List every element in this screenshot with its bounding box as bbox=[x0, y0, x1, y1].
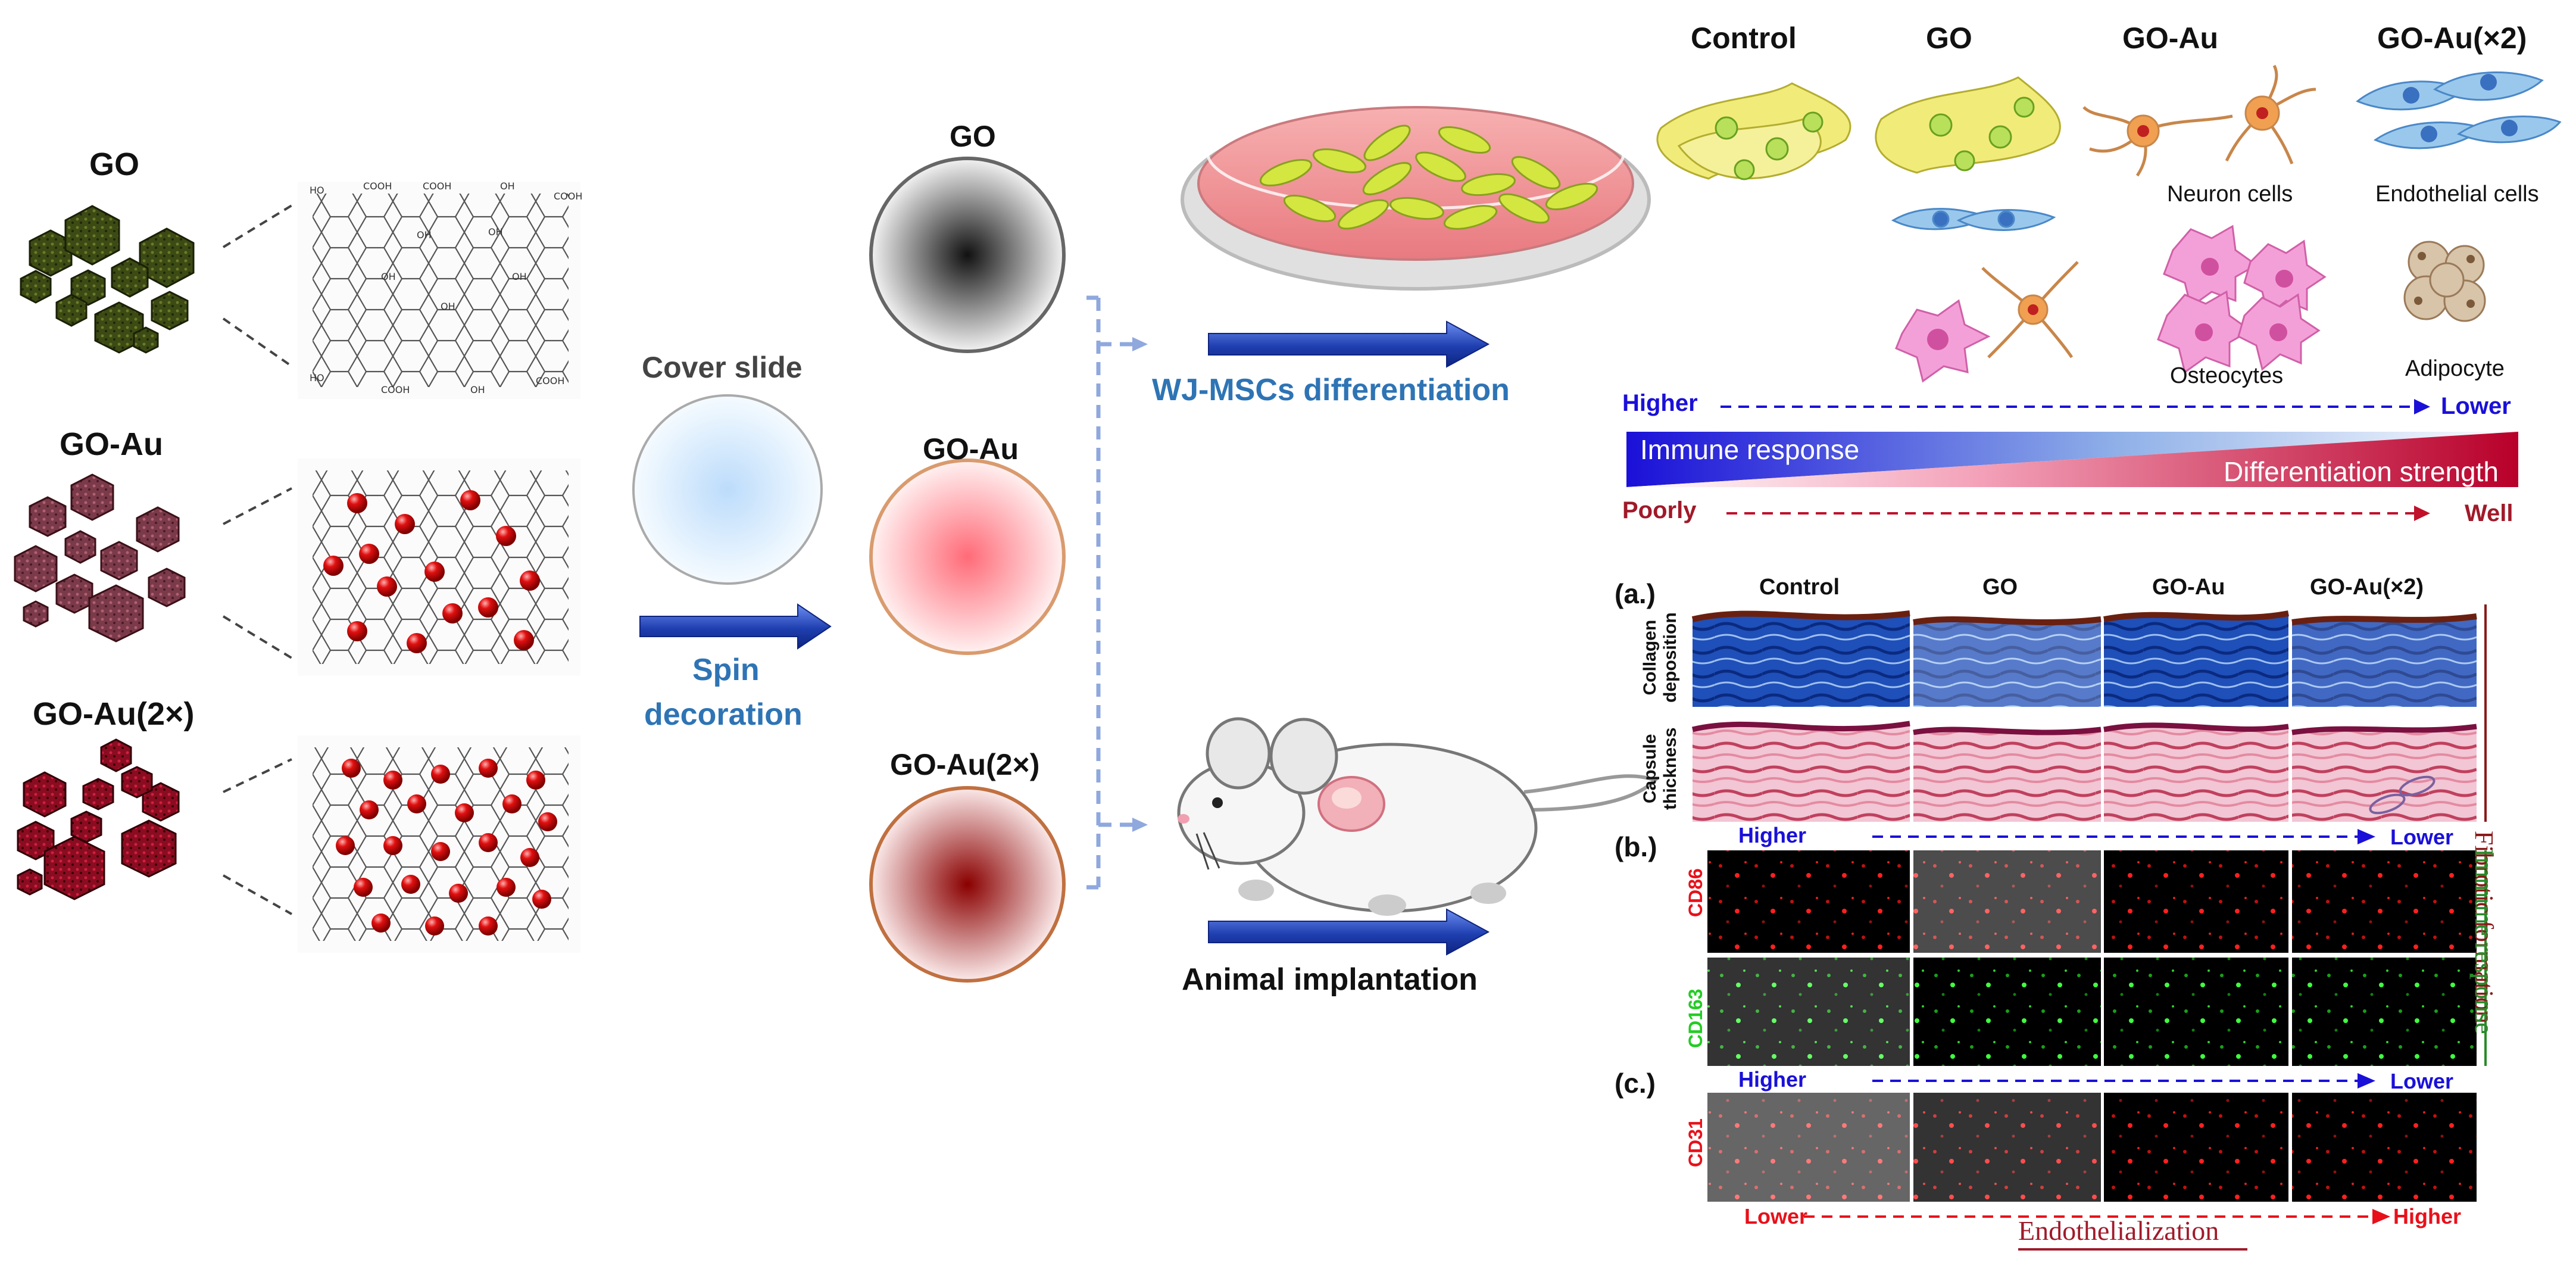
svg-text:OH: OH bbox=[488, 226, 503, 238]
histo-col-go-au2x: GO-Au(×2) bbox=[2310, 575, 2424, 600]
endothelial-cells-label: Endothelial cells bbox=[2375, 182, 2539, 207]
endothelialization-label: Endothelialization bbox=[2018, 1215, 2219, 1246]
go-cells bbox=[1875, 76, 2061, 174]
collagen-label-line1: Collagen bbox=[1640, 619, 1660, 696]
osteocyte-cells bbox=[2157, 225, 2327, 374]
go-chemical-structure: HO COOH COOH OH COOH OH OH OH OH OH HO COOH OH COOH bbox=[298, 180, 582, 399]
cells-col-go-au: GO-Au bbox=[2122, 21, 2219, 55]
go-particles bbox=[20, 205, 195, 354]
svg-text:OH: OH bbox=[381, 271, 396, 282]
histo-col-go-au: GO-Au bbox=[2152, 575, 2225, 600]
differentiation-arrow bbox=[1208, 320, 1490, 368]
histo-col-control: Control bbox=[1759, 575, 1840, 600]
c-higher-label: Higher bbox=[1738, 1067, 1807, 1092]
disc-label-go-au: GO-Au bbox=[923, 432, 1019, 466]
svg-text:OH: OH bbox=[500, 180, 515, 192]
panel-c-label: (c.) bbox=[1615, 1068, 1656, 1099]
capsule-label-line1: Capsule bbox=[1640, 734, 1660, 804]
c-lower-label: Lower bbox=[2390, 1069, 2454, 1093]
differentiation-strength-label: Differentiation strength bbox=[2224, 456, 2499, 487]
lower-label: Lower bbox=[2441, 393, 2511, 419]
svg-text:COOH: COOH bbox=[381, 384, 410, 395]
adipocyte-label: Adipocyte bbox=[2405, 356, 2505, 381]
go-au2x-chemical-structure bbox=[298, 735, 580, 953]
adipocyte-cells bbox=[2403, 241, 2486, 322]
neuron-cells bbox=[2082, 64, 2316, 177]
capsule-label: Capsule thickness bbox=[1640, 728, 1681, 810]
svg-text:OH: OH bbox=[512, 271, 527, 282]
cd31-label: CD31 bbox=[1685, 1118, 1706, 1167]
cells-col-go: GO bbox=[1926, 21, 1972, 55]
cells-col-go-au2x: GO-Au(×2) bbox=[2377, 21, 2527, 55]
panel-b-label: (b.) bbox=[1615, 831, 1657, 862]
implantation-label: Animal implantation bbox=[1182, 962, 1478, 997]
go-au-chemical-structure bbox=[298, 459, 580, 676]
go-au-disc bbox=[869, 459, 1066, 655]
disc-label-go-au2x: GO-Au(2×) bbox=[890, 748, 1040, 781]
well-label: Well bbox=[2465, 500, 2513, 526]
go-other-cells bbox=[1895, 261, 2079, 383]
control-cells bbox=[1656, 82, 1851, 180]
spin-label-line2: decoration bbox=[644, 697, 803, 732]
spin-label-line1: Spin bbox=[692, 653, 760, 687]
cd31-row bbox=[1707, 1093, 2477, 1202]
svg-text:OH: OH bbox=[441, 301, 455, 312]
svg-text:OH: OH bbox=[417, 229, 432, 241]
capsule-label-line2: thickness bbox=[1660, 727, 1680, 810]
cover-slide-label: Cover slide bbox=[642, 351, 803, 384]
histo-col-go: GO bbox=[1982, 575, 2018, 600]
neuron-cells-label: Neuron cells bbox=[2167, 182, 2293, 207]
left-label-go: GO bbox=[89, 146, 140, 182]
cd86-label: CD86 bbox=[1685, 868, 1706, 917]
immune-differentiation-bar bbox=[1626, 432, 2518, 487]
svg-text:COOH: COOH bbox=[423, 180, 451, 192]
branch-bracket bbox=[1086, 295, 1134, 890]
left-label-go-au2x: GO-Au(2×) bbox=[33, 696, 195, 732]
implantation-arrow bbox=[1208, 908, 1490, 956]
b-lower-label: Lower bbox=[2390, 825, 2454, 849]
svg-text:OH: OH bbox=[470, 384, 485, 395]
disc-label-go: GO bbox=[950, 120, 996, 153]
collagen-label-line2: deposition bbox=[1660, 612, 1680, 703]
endothelial-cells bbox=[2356, 71, 2562, 149]
differentiation-label: WJ-MSCs differentiation bbox=[1152, 373, 1510, 407]
spin-arrow bbox=[639, 603, 832, 650]
higher-lower-arrow bbox=[1721, 399, 2430, 414]
d-lower-label: Lower bbox=[1744, 1204, 1808, 1229]
go-endothelial-cells bbox=[1891, 208, 2056, 231]
svg-text:COOH: COOH bbox=[536, 375, 564, 386]
svg-text:COOH: COOH bbox=[554, 191, 582, 202]
capsule-row bbox=[1691, 713, 2477, 822]
svg-text:COOH: COOH bbox=[363, 180, 392, 192]
collagen-label: Collagen deposition bbox=[1640, 612, 1681, 703]
go-au2x-disc bbox=[869, 786, 1066, 983]
collagen-row bbox=[1691, 604, 2477, 707]
petri-dish bbox=[1181, 93, 1651, 291]
cd86-row bbox=[1707, 850, 2477, 953]
panel-a-label: (a.) bbox=[1615, 578, 1656, 609]
go-au2x-particles bbox=[17, 738, 180, 900]
cd163-label: CD163 bbox=[1685, 989, 1706, 1048]
go-disc bbox=[869, 157, 1066, 353]
immune-response-label: Immune response bbox=[1640, 434, 1860, 465]
higher-label: Higher bbox=[1622, 390, 1698, 416]
poorly-label: Poorly bbox=[1622, 497, 1697, 523]
left-label-go-au: GO-Au bbox=[60, 426, 163, 462]
immune-response-vertical-label: Immune response bbox=[2469, 849, 2499, 1034]
b-higher-label: Higher bbox=[1738, 823, 1807, 847]
mouse-illustration bbox=[1177, 717, 1659, 916]
svg-text:HO: HO bbox=[310, 372, 324, 383]
d-higher-label: Higher bbox=[2393, 1204, 2462, 1229]
cd163-row bbox=[1707, 958, 2477, 1066]
poorly-well-arrow bbox=[1726, 506, 2430, 521]
cells-col-control: Control bbox=[1691, 21, 1797, 55]
go-au-particles bbox=[14, 473, 186, 643]
cover-slide bbox=[632, 394, 823, 585]
osteocytes-label: Osteocytes bbox=[2170, 363, 2284, 388]
svg-text:HO: HO bbox=[310, 185, 324, 196]
